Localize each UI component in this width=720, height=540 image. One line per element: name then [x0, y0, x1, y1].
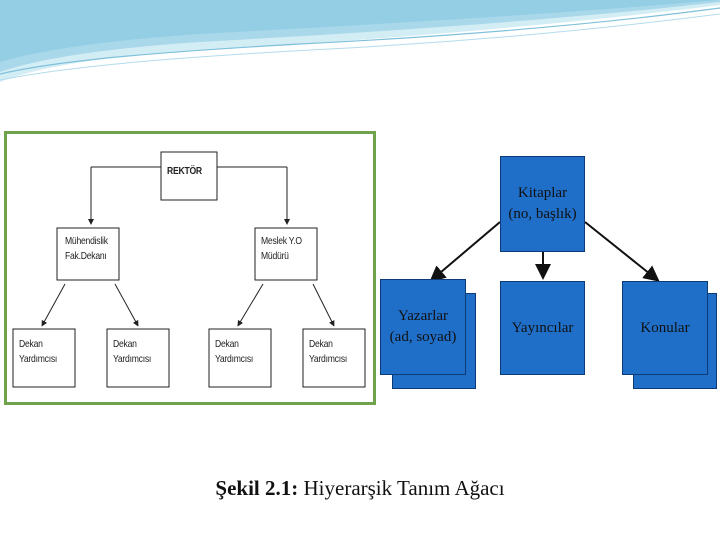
org-level2-3-line1: Dekan	[215, 338, 239, 350]
org-level2-2-line2: Yardımcısı	[113, 353, 152, 365]
org-level2-4-line1: Dekan	[309, 338, 333, 350]
figure-caption-prefix: Şekil 2.1:	[215, 476, 299, 500]
tree-child-2-line1: Yayıncılar	[511, 319, 574, 336]
org-level2-1-line2: Yardımcısı	[19, 353, 58, 365]
org-level2-3-line2: Yardımcısı	[215, 353, 254, 365]
org-root-label: REKTÖR	[167, 165, 202, 177]
header-swoosh-decoration	[0, 0, 720, 82]
tree-child-3-line1: Konular	[640, 319, 690, 336]
org-level1-label-1: Mühendislik Fak.Dekanı	[65, 234, 108, 264]
org-chart-panel: REKTÖR Mühendislik Fak.Dekanı Meslek Y.O…	[4, 131, 376, 405]
tree-root-line2: (no, başlık)	[508, 206, 577, 222]
org-level2-label-1: Dekan Yardımcısı	[19, 337, 57, 367]
tree-child-yazarlar: Yazarlar (ad, soyad)	[380, 279, 466, 375]
org-level2-label-4: Dekan Yardımcısı	[309, 337, 347, 367]
figure-caption: Şekil 2.1: Hiyerarşik Tanım Ağacı	[0, 476, 720, 501]
tree-child-1-line1: Yazarlar	[397, 308, 449, 324]
org-chart-connectors	[12, 151, 366, 388]
tree-child-yayincilar: Yayıncılar	[500, 281, 585, 375]
org-level2-2-line1: Dekan	[113, 338, 137, 350]
tree-root-line1: Kitaplar	[517, 185, 568, 201]
org-level2-label-3: Dekan Yardımcısı	[215, 337, 253, 367]
org-level2-label-2: Dekan Yardımcısı	[113, 337, 151, 367]
tree-root-kitaplar: Kitaplar (no, başlık)	[500, 156, 585, 252]
figure-caption-text: Hiyerarşik Tanım Ağacı	[298, 476, 505, 500]
org-level2-1-line1: Dekan	[19, 338, 43, 350]
org-level1-2-line1: Meslek Y.O	[261, 235, 302, 247]
org-level1-2-line2: Müdürü	[261, 250, 289, 262]
org-level1-1-line2: Fak.Dekanı	[65, 250, 107, 262]
org-level1-label-2: Meslek Y.O Müdürü	[261, 234, 302, 264]
tree-child-1-line2: (ad, soyad)	[389, 329, 457, 345]
tree-child-konular: Konular	[622, 281, 708, 375]
org-level2-4-line2: Yardımcısı	[309, 353, 348, 365]
org-level1-1-line1: Mühendislik	[65, 235, 108, 247]
